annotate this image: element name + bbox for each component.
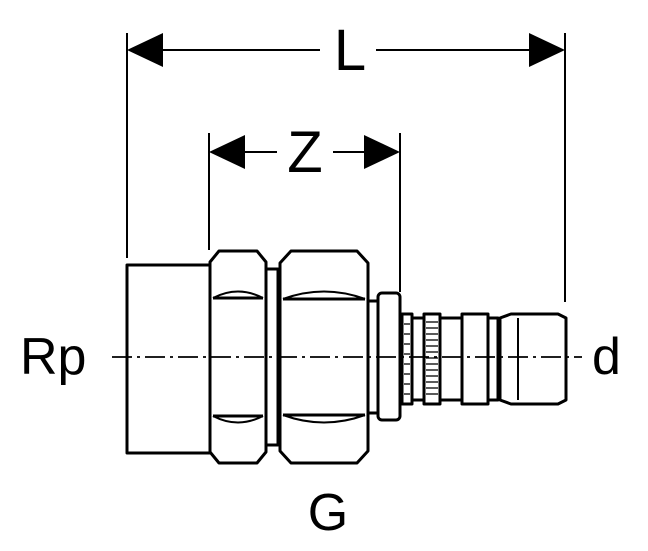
dimension-label-l: L [334,18,366,83]
socket-end [125,263,214,455]
o-ring-right [486,316,500,402]
arrowhead-l-right [529,33,565,67]
arrowhead-z-left [209,135,245,169]
extension-lines [126,33,566,302]
sleeve-core [438,316,464,402]
dimension-z: Z [209,120,400,185]
arrowhead-l-left [127,33,163,67]
label-g: G [308,484,348,542]
label-d: d [592,328,621,386]
arrowhead-z-right [364,135,400,169]
sleeve-band [410,316,426,402]
dimension-label-z: Z [287,120,322,185]
dimension-l: L [127,18,565,83]
groove-ring [460,312,490,406]
pipe-spigot [498,312,568,406]
label-rp: Rp [20,328,86,386]
knurl-texture [404,321,438,395]
